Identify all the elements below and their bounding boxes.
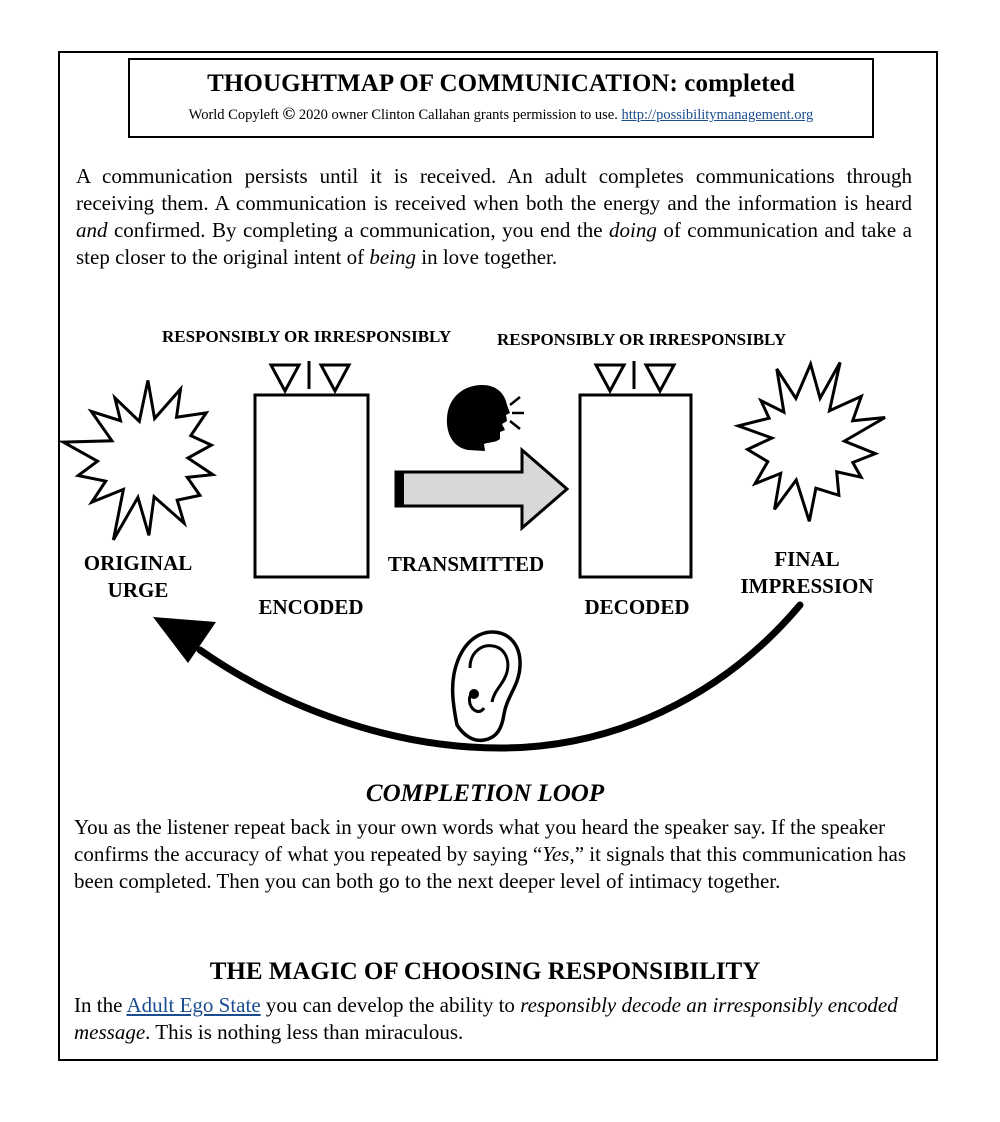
original-urge-line1: ORIGINAL (83, 551, 193, 575)
intro-em-doing: doing (609, 218, 657, 242)
original-urge-line2: URGE (107, 578, 169, 602)
final-impression-label: FINAL IMPRESSION (726, 546, 888, 600)
responsibility-label-left: RESPONSIBLY OR IRRESPONSIBLY (162, 327, 452, 346)
intro-text-1: A communication persists until it is rec… (76, 164, 912, 215)
intro-text-2: confirmed. By completing a communication… (107, 218, 610, 242)
loop-text-2: ,” it signals that this communication ha… (74, 842, 907, 893)
adult-ego-state-link[interactable]: Adult Ego State (126, 993, 261, 1017)
completion-loop-heading: COMPLETION LOOP (365, 780, 605, 807)
loop-text-1: You as the listener repeat back in your … (74, 815, 886, 866)
possibility-management-link[interactable]: http://possibilitymanagement.org (621, 107, 814, 123)
copyleft-prefix: World Copyleft (188, 107, 283, 123)
encoded-label: ENCODED (258, 595, 364, 619)
triangle-marker-icon (268, 361, 352, 395)
magic-heading: THE MAGIC OF CHOOSING RESPONSIBILITY (209, 958, 761, 985)
copyleft-symbol: © (282, 104, 296, 123)
magic-text-2: you can develop the ability to (260, 993, 521, 1017)
magic-em: responsibly decode an irresponsibly enco… (74, 993, 898, 1044)
starburst-icon (733, 359, 886, 522)
transmitted-label: TRANSMITTED (387, 552, 545, 576)
speaking-head-icon (446, 385, 524, 451)
original-urge-label: ORIGINAL URGE (70, 550, 206, 604)
triangle-marker-icon (593, 361, 677, 395)
decoded-box (578, 393, 693, 579)
title-box: THOUGHTMAP OF COMMUNICATION: completed W… (128, 58, 874, 138)
outer-frame (58, 51, 938, 1061)
intro-paragraph: A communication persists until it is rec… (76, 163, 912, 271)
responsibility-label-right: RESPONSIBLY OR IRRESPONSIBLY (497, 330, 787, 349)
intro-text-4: in love together. (416, 245, 558, 269)
copyleft-line: World Copyleft © 2020 owner Clinton Call… (130, 104, 872, 124)
ear-icon (450, 630, 522, 743)
intro-em-being: being (369, 245, 416, 269)
completion-loop-paragraph: You as the listener repeat back in your … (74, 814, 912, 895)
final-impression-line1: FINAL (774, 547, 840, 571)
loop-em-yes: Yes (542, 842, 570, 866)
intro-text-3: of communication and take a step closer … (76, 218, 912, 269)
final-impression-line2: IMPRESSION (740, 574, 874, 598)
encoded-box (253, 393, 370, 579)
intro-em-and: and (76, 218, 108, 242)
page-title: THOUGHTMAP OF COMMUNICATION: completed (207, 70, 795, 97)
transmit-arrow-icon (394, 446, 570, 532)
magic-paragraph: In the Adult Ego State you can develop t… (74, 992, 912, 1046)
completion-loop-arrow (153, 601, 804, 752)
copyleft-text: 2020 owner Clinton Callahan grants permi… (295, 107, 622, 123)
decoded-label: DECODED (584, 595, 690, 619)
magic-text-3: . This is nothing less than miraculous. (145, 1020, 464, 1044)
magic-text-1: In the (74, 993, 127, 1017)
starburst-icon (57, 380, 218, 541)
